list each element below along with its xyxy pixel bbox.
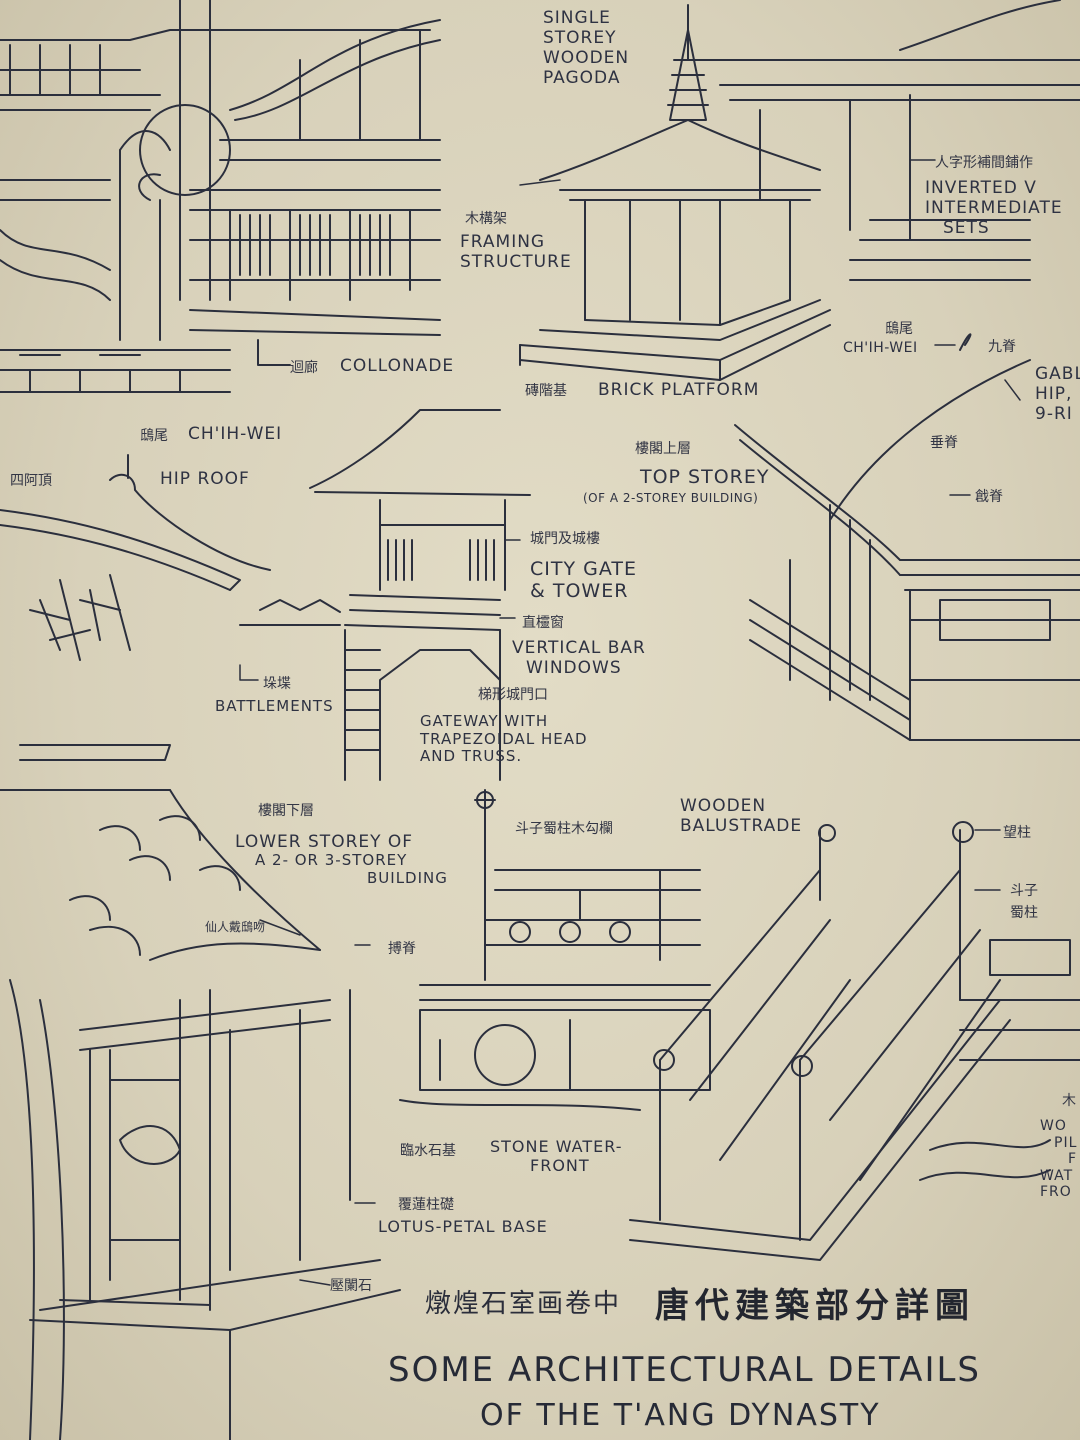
top-storey-drawing bbox=[734, 333, 1080, 741]
stair-balustrade-drawing bbox=[629, 821, 1080, 1261]
pagoda-drawing bbox=[519, 0, 1080, 381]
label-gable: Gable Hip, 9-Ri bbox=[1035, 364, 1080, 425]
label-city-gate: City Gate & Tower bbox=[530, 558, 637, 603]
label-balustrade-cn: 斗子蜀柱木勾欄 bbox=[515, 821, 613, 837]
label-inverted-v-cn: 人字形補間鋪作 bbox=[935, 155, 1033, 171]
label-gateway-cn: 梯形城門口 bbox=[478, 687, 548, 703]
label-windows: Vertical Bar Windows bbox=[512, 638, 646, 679]
label-chihwei-right-cn: 鴟尾 bbox=[885, 321, 913, 337]
label-lotus-cn: 覆蓮柱礎 bbox=[398, 1197, 454, 1213]
label-waterfront-cn: 臨水石基 bbox=[400, 1143, 456, 1159]
label-colonnade-cn: 迴廊 bbox=[290, 360, 318, 376]
label-hip-roof-cn: 四阿頂 bbox=[10, 473, 52, 489]
label-ridge1-cn: 垂脊 bbox=[930, 435, 958, 451]
title-chinese-left: 燉煌石室画卷中 bbox=[425, 1289, 622, 1319]
label-wood-pile-cn: 木 bbox=[1062, 1093, 1076, 1109]
label-top-storey-sub: (of a 2-storey building) bbox=[583, 491, 759, 505]
title-chinese-right: 唐代建築部分詳圖 bbox=[655, 1286, 975, 1326]
label-shuzhu-cn: 蜀柱 bbox=[1010, 905, 1038, 921]
label-lower-storey-cn: 樓閣下層 bbox=[258, 803, 314, 819]
label-chihwei-left-cn: 鴟尾 bbox=[140, 428, 168, 444]
label-battlements-cn: 垛堞 bbox=[263, 676, 291, 692]
label-windows-cn: 直欞窗 bbox=[522, 615, 564, 631]
label-top-storey-cn: 樓閣上層 bbox=[635, 441, 691, 457]
label-brick-platform-cn: 磚階基 bbox=[525, 383, 567, 399]
label-battlements: Battlements bbox=[215, 697, 334, 715]
label-pagoda: Single Storey Wooden Pagoda bbox=[543, 8, 630, 89]
leader-lines bbox=[239, 159, 1021, 1286]
hall-colonnade-drawing bbox=[0, 0, 441, 393]
wooden-balustrade-drawing bbox=[399, 789, 711, 1111]
lower-storey-drawing bbox=[0, 744, 401, 1440]
label-wang-zhu-cn: 望柱 bbox=[1003, 825, 1031, 841]
hip-roof-drawing bbox=[0, 454, 341, 661]
label-wood-pile: Wo Pil F Wat Fro bbox=[1040, 1118, 1078, 1201]
label-brick-platform: Brick Platform bbox=[598, 380, 760, 400]
label-gable-cn: 九脊 bbox=[988, 339, 1016, 355]
label-bo-ji-cn: 搏脊 bbox=[388, 941, 416, 957]
label-hip-roof: Hip Roof bbox=[160, 469, 250, 489]
label-stone-base-cn: 壓闌石 bbox=[330, 1278, 372, 1294]
title-english-line1: Some Architectural Details bbox=[388, 1350, 981, 1390]
label-ridge2-cn: 戧脊 bbox=[975, 489, 1003, 505]
label-lower-storey: Lower Storey of a 2- or 3-Storey Buildin… bbox=[235, 832, 448, 887]
label-wooden-balustrade: Wooden Balustrade bbox=[680, 796, 803, 837]
label-lotus-base: Lotus-Petal Base bbox=[378, 1217, 548, 1236]
label-colonnade: Collonade bbox=[340, 356, 455, 376]
label-city-gate-cn: 城門及城樓 bbox=[530, 531, 600, 547]
label-chihwei-left: Ch'ih-wei bbox=[188, 424, 283, 444]
label-top-storey: Top Storey bbox=[640, 466, 770, 488]
label-immortals-cn: 仙人戴鴟吻 bbox=[205, 920, 266, 934]
label-framing: Framing Structure bbox=[460, 232, 572, 273]
label-inverted-v: Inverted V Intermediate Sets bbox=[925, 178, 1063, 239]
city-gate-drawing bbox=[309, 409, 531, 781]
label-stone-waterfront: Stone Water- Front bbox=[490, 1137, 623, 1175]
label-gateway: Gateway with Trapezoidal Head and Truss. bbox=[420, 712, 588, 766]
label-douzi-cn: 斗子 bbox=[1010, 883, 1038, 899]
label-chihwei-right: Ch'ih-wei bbox=[843, 340, 918, 356]
label-framing-cn: 木構架 bbox=[465, 211, 507, 227]
title-english-line2: of the T'ang Dynasty bbox=[480, 1398, 881, 1433]
